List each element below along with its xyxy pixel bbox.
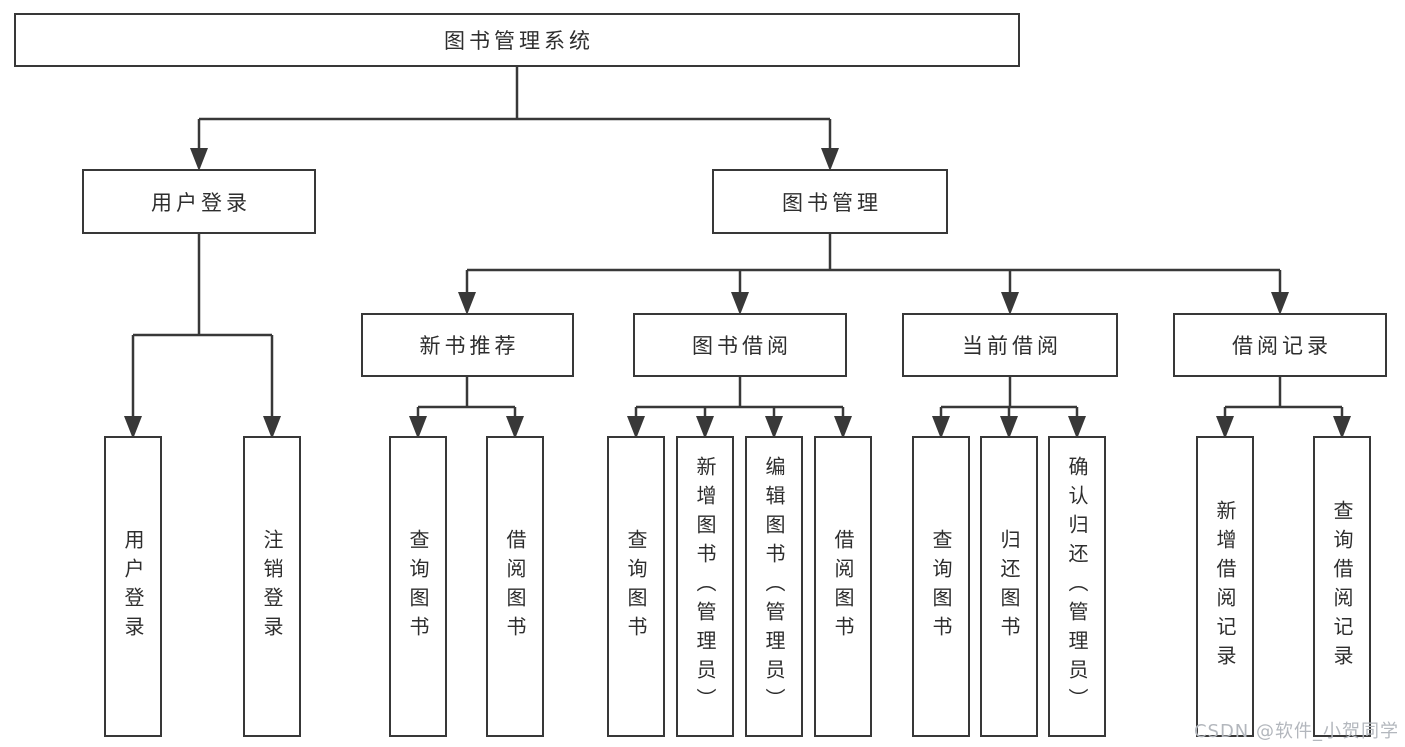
leaf-user-login-label: 用户登录 — [121, 528, 145, 645]
leaf-logout-label: 注销登录 — [260, 528, 284, 645]
node-user-login: 用户登录 — [82, 169, 316, 234]
leaf-edit-books-admin: 编辑图书（管理员） — [745, 436, 803, 737]
node-new-book-recommend-label: 新书推荐 — [419, 334, 520, 358]
arrowheads — [124, 148, 1351, 439]
node-borrowing-records: 借阅记录 — [1173, 313, 1387, 377]
leaf-return-books-label: 归还图书 — [997, 528, 1021, 645]
leaf-query-books-current-label: 查询图书 — [929, 528, 953, 645]
node-current-borrowing-label: 当前借阅 — [962, 334, 1062, 358]
leaf-confirm-return-admin-label: 确认归还（管理员） — [1065, 456, 1089, 717]
node-book-management: 图书管理 — [712, 169, 948, 234]
leaf-edit-books-admin-label: 编辑图书（管理员） — [762, 456, 786, 717]
leaf-borrow-books-recommend-label: 借阅图书 — [503, 528, 527, 645]
leaf-user-login: 用户登录 — [104, 436, 162, 737]
leaf-query-books-borrow: 查询图书 — [607, 436, 665, 737]
node-library-system-label: 图书管理系统 — [444, 29, 594, 53]
node-user-login-label: 用户登录 — [151, 190, 251, 215]
node-book-borrowing: 图书借阅 — [633, 313, 847, 377]
leaf-logout: 注销登录 — [243, 436, 301, 737]
leaf-query-books-borrow-label: 查询图书 — [624, 528, 648, 645]
leaf-borrow-books-recommend: 借阅图书 — [486, 436, 544, 737]
leaf-query-books-recommend-label: 查询图书 — [406, 528, 430, 645]
leaf-add-books-admin: 新增图书（管理员） — [676, 436, 734, 737]
leaf-add-books-admin-label: 新增图书（管理员） — [693, 456, 717, 717]
node-borrowing-records-label: 借阅记录 — [1232, 334, 1332, 358]
node-current-borrowing: 当前借阅 — [902, 313, 1118, 377]
leaf-query-books-current: 查询图书 — [912, 436, 970, 737]
leaf-query-borrow-record: 查询借阅记录 — [1313, 436, 1371, 737]
leaf-return-books: 归还图书 — [980, 436, 1038, 737]
csdn-watermark: CSDN @软件_小贺同学 — [1193, 721, 1399, 742]
node-book-borrowing-label: 图书借阅 — [692, 334, 792, 358]
leaf-query-books-recommend: 查询图书 — [389, 436, 447, 737]
node-new-book-recommend: 新书推荐 — [361, 313, 574, 377]
node-library-system: 图书管理系统 — [14, 13, 1020, 67]
leaf-borrow-books-label: 借阅图书 — [831, 528, 855, 645]
leaf-query-borrow-record-label: 查询借阅记录 — [1330, 499, 1354, 674]
leaf-confirm-return-admin: 确认归还（管理员） — [1048, 436, 1106, 737]
leaf-add-borrow-record-label: 新增借阅记录 — [1213, 499, 1237, 674]
leaf-add-borrow-record: 新增借阅记录 — [1196, 436, 1254, 737]
leaf-borrow-books: 借阅图书 — [814, 436, 872, 737]
node-book-management-label: 图书管理 — [782, 190, 882, 215]
